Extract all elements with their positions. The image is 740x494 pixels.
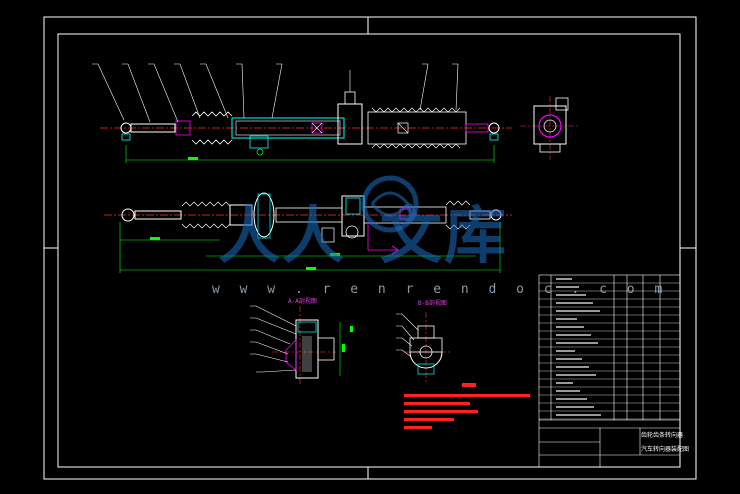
title-block-subtitle: 汽车转向器装配图 — [641, 446, 690, 453]
parts-row-text — [556, 366, 589, 368]
parts-row-text — [556, 414, 601, 416]
inner-border — [57, 33, 681, 468]
top-view-rack-assembly — [92, 63, 512, 163]
parts-row-text — [556, 334, 591, 336]
parts-row-text — [556, 318, 577, 320]
title-block-name: 齿轮齿条转向器 — [641, 432, 684, 439]
parts-row-text — [556, 310, 600, 312]
parts-row-text — [556, 358, 582, 360]
watermark-char-4: 库 — [444, 199, 507, 272]
parts-row-text — [556, 374, 596, 376]
outer-border — [43, 16, 697, 480]
parts-row-text — [556, 294, 586, 296]
parts-row-text — [556, 278, 572, 280]
parts-row-text — [556, 326, 584, 328]
watermark-char-3: 文 — [380, 199, 443, 272]
parts-row-text — [556, 302, 593, 304]
centering-marks — [44, 17, 696, 479]
parts-list-rows — [539, 278, 680, 420]
watermark-char-1: 人 — [218, 199, 281, 272]
parts-row-text — [556, 342, 598, 344]
middle-view-rack-assembly — [104, 192, 512, 273]
parts-row-text — [556, 350, 575, 352]
section-view-b — [396, 312, 452, 384]
watermark-char-2: 人 — [282, 199, 345, 272]
watermark-logo-icon — [361, 175, 419, 233]
parts-row-text — [556, 398, 587, 400]
side-view-pinion — [520, 96, 580, 160]
section-label-b: B-B剖视图 — [418, 300, 447, 307]
parts-row-text — [556, 382, 573, 384]
technical-requirements — [404, 383, 530, 429]
section-view-a — [250, 305, 353, 384]
parts-row-text — [556, 390, 580, 392]
parts-row-text — [556, 406, 594, 408]
parts-row-text — [556, 286, 579, 288]
watermark-url: w w w . r e n r e n d o c . c o m — [212, 282, 669, 297]
section-label-a: A-A剖视图 — [288, 298, 317, 305]
